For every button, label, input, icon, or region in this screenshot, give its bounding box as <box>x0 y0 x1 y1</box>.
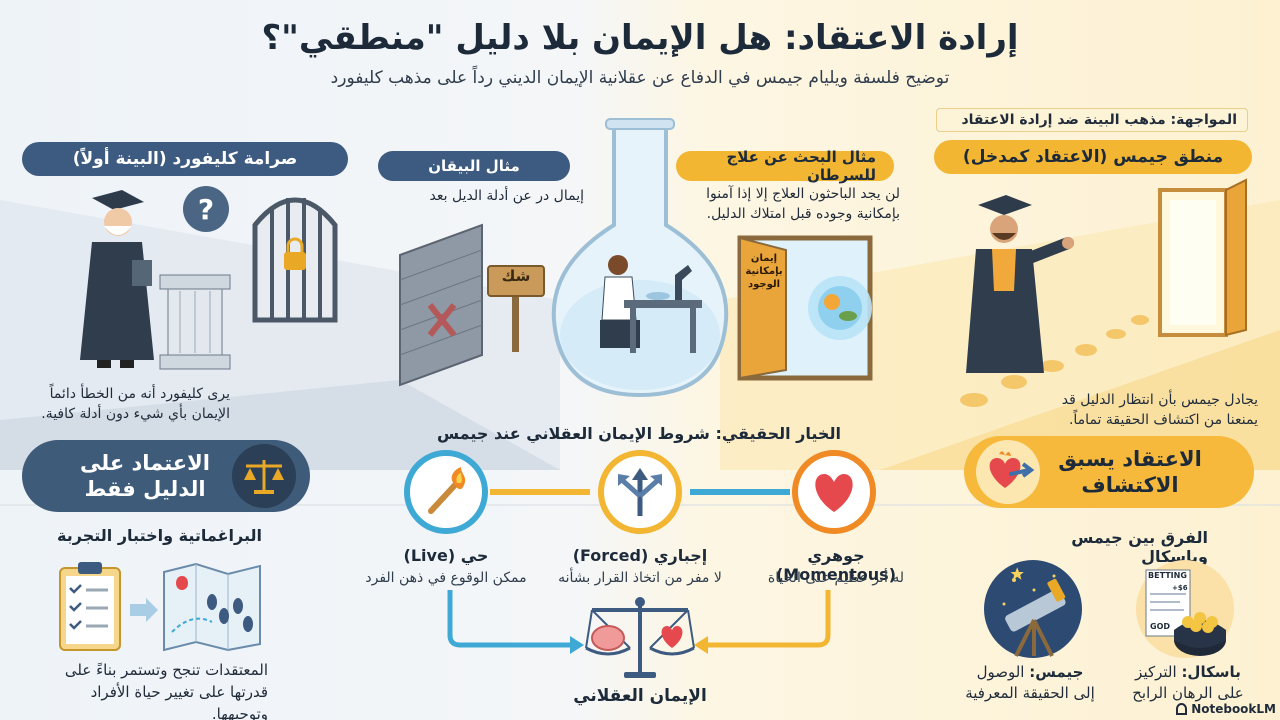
pascal-comparison-desc: التركيز على الرهان الرابح <box>1132 663 1244 702</box>
james-name: جيمس: <box>1029 663 1084 681</box>
forked-arrows-icon <box>618 468 662 516</box>
doubt-signpost <box>487 265 545 352</box>
god-label: GOD <box>1150 622 1171 631</box>
clifford-figure-icon <box>80 190 154 368</box>
brain-heart-scale-icon <box>585 597 695 678</box>
heart-icon <box>815 474 853 512</box>
james-title: منطق جيمس (الاعتقاد كمدخل) <box>934 140 1252 174</box>
pascal-comparison: باسكال: التركيز على الرهان الرابح <box>1124 662 1252 704</box>
skeptic-title: مثال البيقان <box>378 151 570 181</box>
clifford-badge: الاعتماد على الدليل فقط <box>22 440 310 512</box>
betting-value: +$6 <box>1172 584 1188 592</box>
question-bubble-icon: ? <box>183 186 229 232</box>
condition-momentous-circle <box>792 450 876 534</box>
james-comparison: جيمس: الوصول إلى الحقيقة المعرفية <box>964 662 1096 704</box>
condition-live-desc: ممكن الوقوع في ذهن الفرد <box>365 570 527 586</box>
james-description: يجادل جيمس بأن انتظار الدليل قد يمنعنا م… <box>1061 392 1258 429</box>
arrow-right-icon <box>130 598 158 622</box>
door-sign-label: إيمان بإمكانية الوجود <box>745 253 783 290</box>
pascal-name: باسكال: <box>1181 663 1241 681</box>
james-badge: الاعتقاد يسبق الاكتشاف <box>964 436 1254 508</box>
notebooklm-brand: NotebookLM <box>1176 700 1276 718</box>
betting-label: BETTING <box>1148 571 1187 580</box>
doubt-sign-label: شك <box>501 267 531 285</box>
page-title: إرادة الاعتقاد: هل الإيمان بلا دليل "منط… <box>261 18 1019 58</box>
confrontation-label: المواجهة: مذهب البينة ضد إرادة الاعتقاد <box>936 108 1248 132</box>
condition-live-circle <box>404 450 488 534</box>
brand-name: NotebookLM <box>1191 702 1276 716</box>
cancer-description: لن يجد الباحثون العلاج إلا إذا آمنوا بإم… <box>706 186 900 223</box>
rational-faith-label: الإيمان العقلاني <box>573 686 707 706</box>
condition-live-title: حي (Live) <box>403 546 489 565</box>
condition-forced-desc: لا مفر من اتخاذ القرار بشأنه <box>558 570 722 586</box>
condition-momentous-title: جوهري (Momentous) <box>775 546 896 584</box>
skeptic-description: إيمال در عن أدلة الديل بعد <box>429 188 584 204</box>
scales-icon <box>232 444 296 508</box>
door-cell-icon <box>737 235 873 381</box>
locked-gate-icon <box>252 197 338 323</box>
clifford-title: صرامة كليفورد (البينة أولاً) <box>22 142 348 176</box>
brick-wall-icon <box>399 223 483 387</box>
james-badge-label: الاعتقاد يسبق الاكتشاف <box>1058 446 1202 497</box>
pot-of-gold-circle: BETTING +$6 GOD <box>1136 560 1234 658</box>
flask-scientist-icon <box>551 118 729 398</box>
map-footsteps-icon <box>163 562 261 652</box>
genuine-option-heading: الخيار الحقيقي: شروط الإيمان العقلاني عن… <box>437 424 841 443</box>
clifford-description: يرى كليفورد أنه من الخطأ دائماً الإيمان … <box>41 386 230 423</box>
open-door-light-icon <box>1158 178 1247 337</box>
condition-forced-title: إجباري (Forced) <box>572 546 708 565</box>
page-subtitle: توضيح فلسفة ويليام جيمس في الدفاع عن عقل… <box>330 68 950 88</box>
james-comparison-desc: الوصول إلى الحقيقة المعرفية <box>965 663 1095 702</box>
heart-arrow-icon <box>976 440 1040 504</box>
cancer-title: مثال البحث عن علاج للسرطان <box>676 148 894 184</box>
betting-slip-icon <box>1145 569 1226 656</box>
pragmatism-description: المعتقدات تنجح وتستمر بناءً على قدرتها ع… <box>64 661 268 720</box>
condition-momentous-desc: له أثر عظيم على الحياة <box>767 570 905 586</box>
james-figure-icon <box>966 195 1074 373</box>
empty-pedestal-icon <box>159 274 231 370</box>
condition-forced-circle <box>598 450 682 534</box>
checklist-clipboard-icon <box>59 562 121 651</box>
notebooklm-logo-icon <box>1176 703 1188 715</box>
clifford-badge-label: الاعتماد على الدليل فقط <box>80 450 210 501</box>
telescope-circle <box>984 560 1082 658</box>
pragmatism-heading: البراغماتية واختبار التجربة <box>57 526 262 545</box>
footsteps-icon <box>960 315 1149 407</box>
match-flame-icon <box>428 467 466 514</box>
telescope-icon <box>1002 567 1066 657</box>
condition-connectors <box>447 489 831 654</box>
